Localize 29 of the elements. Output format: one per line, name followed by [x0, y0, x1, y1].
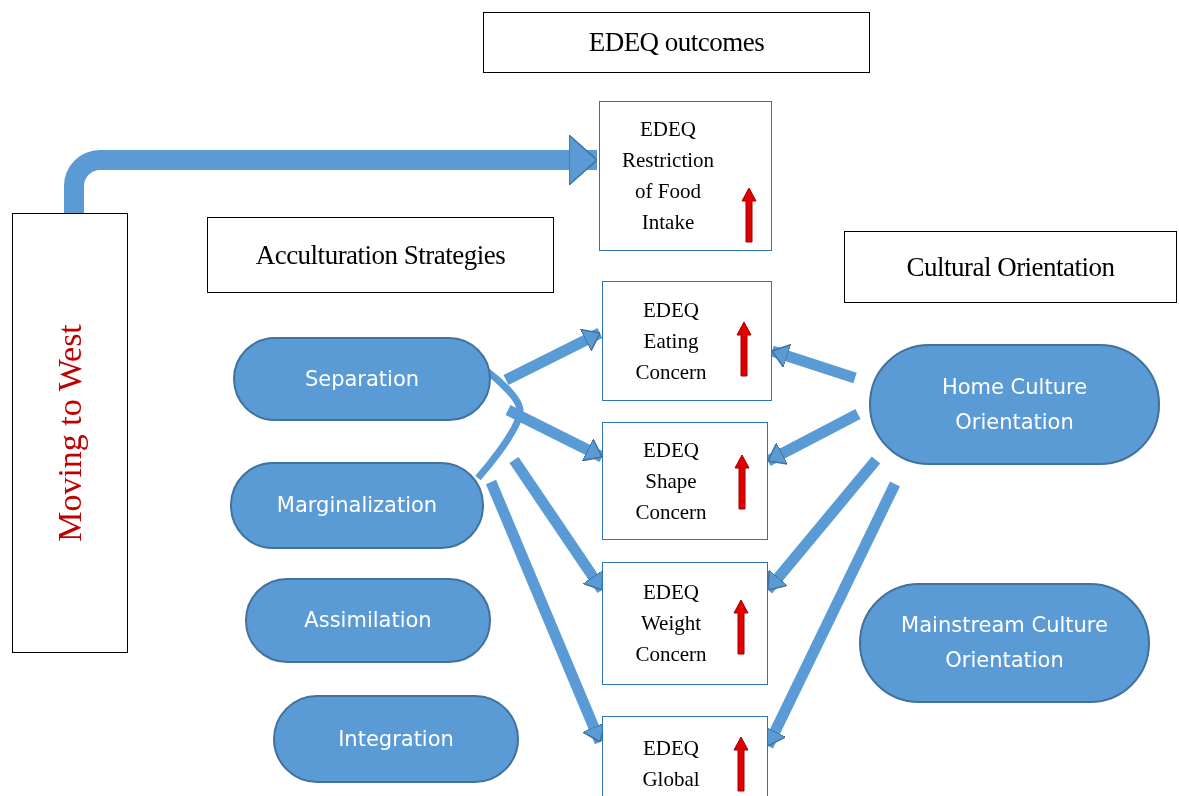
block-arrow	[770, 343, 857, 384]
vertical-label-box	[12, 213, 128, 653]
heading-text: Cultural Orientation	[906, 251, 1115, 283]
outcome-box	[599, 101, 772, 251]
outcome-label: EDEQ Shape Concern	[634, 436, 708, 526]
outcome-label: EDEQ Weight Concern	[634, 579, 708, 668]
outcome-box	[602, 716, 768, 796]
curved-connector	[475, 369, 524, 481]
pill-label: Home Culture Orientation	[940, 373, 1089, 436]
heading-text: Acculturation Strategies	[255, 239, 506, 271]
outcome-label: EDEQ Global	[641, 735, 701, 793]
block-arrow	[503, 328, 603, 385]
pill-label: Mainstream Culture Orientation	[900, 612, 1109, 674]
strategy-pill	[230, 462, 484, 549]
pill-label: Assimilation	[304, 607, 432, 634]
pill-label: Integration	[338, 725, 454, 753]
section-heading	[483, 12, 870, 73]
outcome-box	[602, 281, 772, 401]
heading-text: EDEQ outcomes	[588, 27, 765, 58]
outcome-label: EDEQ Restriction of Food Intake	[620, 116, 716, 236]
section-heading	[844, 231, 1177, 303]
block-arrow	[64, 134, 598, 213]
outcome-box	[602, 422, 768, 540]
heading-text: Moving to West	[51, 324, 89, 542]
section-heading	[207, 217, 554, 293]
outcome-label: EDEQ Eating Concern	[634, 296, 708, 386]
outcome-box	[602, 562, 768, 685]
pill-label: Separation	[304, 365, 420, 393]
pill-label: Marginalization	[276, 492, 438, 519]
